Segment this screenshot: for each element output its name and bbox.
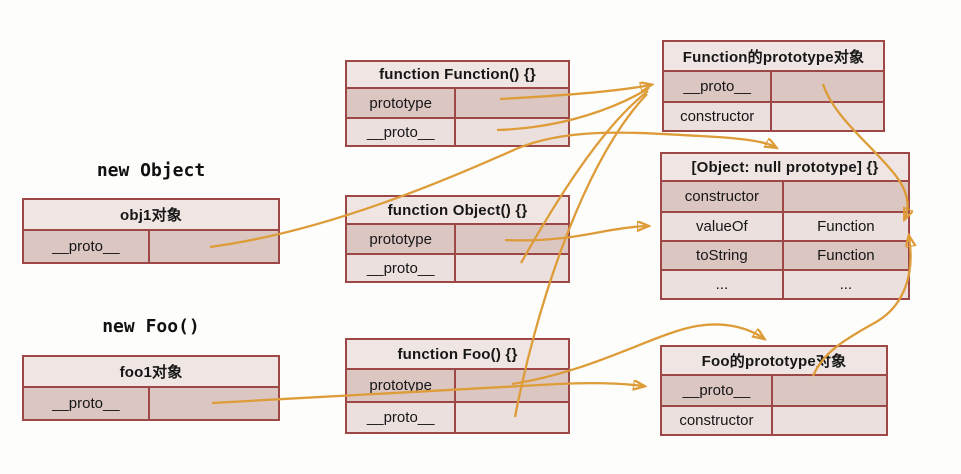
- row-value: [456, 225, 568, 253]
- table-row: prototype: [347, 89, 568, 117]
- table-row: __proto__: [664, 72, 883, 101]
- table-row: __proto__: [347, 253, 568, 281]
- row-label: __proto__: [347, 119, 457, 145]
- table-function-function: function Function() {} prototype __proto…: [345, 60, 570, 147]
- table-object-null-prototype: [Object: null prototype] {} constructor …: [660, 152, 910, 300]
- table-title: obj1对象: [24, 200, 278, 231]
- row-value: [772, 103, 883, 130]
- table-foo-prototype-object: Foo的prototype对象 __proto__ constructor: [660, 345, 888, 436]
- row-value: [456, 370, 568, 401]
- table-row: constructor: [664, 101, 883, 130]
- table-row: __proto__: [24, 231, 278, 262]
- row-label: prototype: [347, 225, 457, 253]
- table-row: __proto__: [347, 401, 568, 432]
- row-label: constructor: [662, 407, 773, 434]
- row-value: [456, 119, 568, 145]
- new-foo-label: new Foo(): [102, 316, 200, 337]
- row-value: ...: [839, 276, 853, 293]
- row-label: prototype: [347, 89, 457, 117]
- row-value: [456, 403, 568, 432]
- table-obj1-object: obj1对象 __proto__: [22, 198, 280, 264]
- row-value: [456, 255, 568, 281]
- table-row: constructor: [662, 182, 908, 211]
- row-value: [773, 376, 886, 405]
- row-label: valueOf: [662, 213, 784, 240]
- row-label: __proto__: [347, 255, 457, 281]
- table-title: Foo的prototype对象: [662, 347, 886, 376]
- row-value: [150, 388, 278, 419]
- table-row: valueOf Function: [662, 211, 908, 240]
- row-label: prototype: [347, 370, 457, 401]
- table-title: foo1对象: [24, 357, 278, 388]
- row-label: __proto__: [664, 72, 773, 101]
- row-value: [150, 231, 278, 262]
- table-row: __proto__: [662, 376, 886, 405]
- table-row: prototype: [347, 370, 568, 401]
- table-title: [Object: null prototype] {}: [662, 154, 908, 182]
- row-value: Function: [817, 218, 875, 235]
- table-title: Function的prototype对象: [664, 42, 883, 72]
- table-function-prototype-object: Function的prototype对象 __proto__ construct…: [662, 40, 885, 132]
- row-label: __proto__: [662, 376, 773, 405]
- table-row: __proto__: [347, 117, 568, 145]
- row-label: constructor: [664, 103, 773, 130]
- table-row: ... ...: [662, 269, 908, 298]
- table-row: __proto__: [24, 388, 278, 419]
- row-value: Function: [817, 247, 875, 264]
- row-label: ...: [662, 271, 784, 298]
- row-value: [773, 407, 886, 434]
- table-title: function Function() {}: [347, 62, 568, 89]
- table-foo1-object: foo1对象 __proto__: [22, 355, 280, 421]
- row-label: __proto__: [347, 403, 457, 432]
- row-label: constructor: [662, 182, 784, 211]
- table-function-object: function Object() {} prototype __proto__: [345, 195, 570, 283]
- table-title: function Foo() {}: [347, 340, 568, 370]
- table-row: prototype: [347, 225, 568, 253]
- row-value: [772, 72, 883, 101]
- row-label: toString: [662, 242, 784, 269]
- table-row: constructor: [662, 405, 886, 434]
- table-title: function Object() {}: [347, 197, 568, 225]
- table-row: toString Function: [662, 240, 908, 269]
- row-value: [784, 182, 908, 211]
- row-label: __proto__: [24, 231, 150, 262]
- new-object-label: new Object: [96, 160, 206, 181]
- row-value: [456, 89, 568, 117]
- table-function-foo: function Foo() {} prototype __proto__: [345, 338, 570, 434]
- row-label: __proto__: [24, 388, 150, 419]
